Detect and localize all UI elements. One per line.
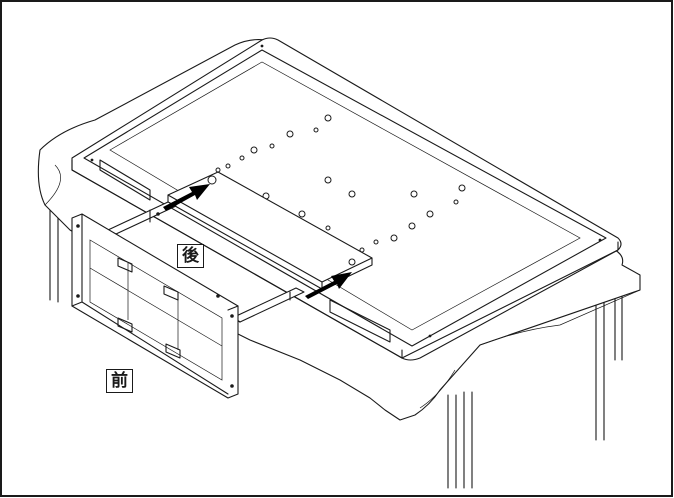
stand-upright-edge [71,213,239,395]
sheet-folds [44,164,641,409]
stand-screw-hole-front [348,258,356,266]
stand [71,171,373,399]
stand-arm-bolts [149,209,291,301]
table-leg-back-left [49,199,59,303]
stand-screw-hole-rear [207,175,217,185]
insertion-arrows [163,184,352,299]
stand-upright-bracing [89,262,223,350]
arrow-upper [163,184,210,211]
panel-back-inner [83,49,607,347]
stand-brackets [117,257,181,359]
label-front: 前 [106,369,133,393]
display-panel [71,37,622,361]
panel-terminal-left [99,159,151,201]
table-leg-right-edge [614,287,623,361]
table-leg-front [447,391,473,489]
table-leg-back-right [595,299,605,441]
panel-edge [71,159,619,359]
arrow-lower [305,272,352,299]
panel-bottom-edge [71,169,619,359]
panel-terminal-right [329,299,391,343]
panel-outer [71,37,622,361]
panel-corner-dots [90,44,602,338]
label-rear: 後 [177,244,204,268]
